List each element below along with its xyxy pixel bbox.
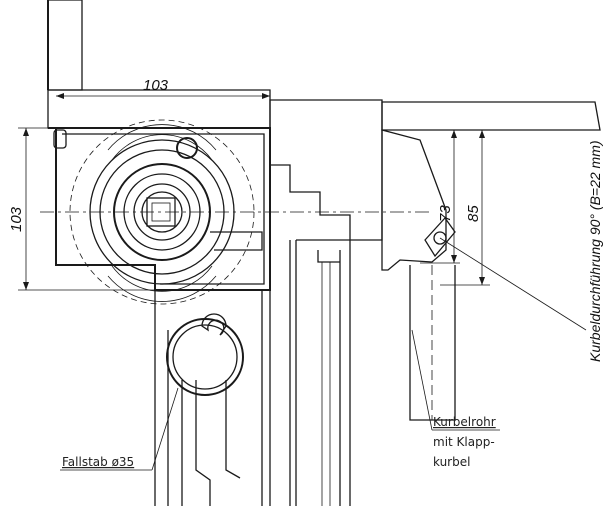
- roller-box-housing: [53, 127, 271, 291]
- dimension-inner-label: 73: [437, 205, 454, 222]
- right-slab: [381, 101, 601, 131]
- crank-pipe-label-1: Kurbelrohr: [433, 415, 496, 429]
- side-title: Kurbeldurchführung 90° (B=22 mm): [587, 140, 603, 362]
- crank-pipe-label-2: mit Klapp-: [433, 435, 495, 449]
- window-frame-profiles: [269, 239, 351, 506]
- crank-bracket: [381, 129, 456, 421]
- dimension-width: 103: [56, 77, 270, 99]
- drop-bar-label: Fallstab ø35: [62, 455, 134, 469]
- dimension-width-label: 103: [143, 77, 169, 94]
- dimension-height-label: 103: [8, 206, 25, 232]
- dimension-right: 73 85: [400, 129, 587, 331]
- dimension-outer-label: 85: [465, 205, 482, 222]
- frame-hatched-section: [269, 99, 383, 241]
- crank-pipe-label-3: kurbel: [433, 455, 470, 469]
- dimension-height: 103: [8, 127, 155, 291]
- crank-pipe-callout: Kurbelrohr mit Klapp- kurbel: [411, 329, 500, 469]
- drop-bar: Fallstab ø35: [60, 313, 244, 471]
- curtain-slats: [154, 290, 263, 506]
- left-wall-section: [47, 0, 83, 91]
